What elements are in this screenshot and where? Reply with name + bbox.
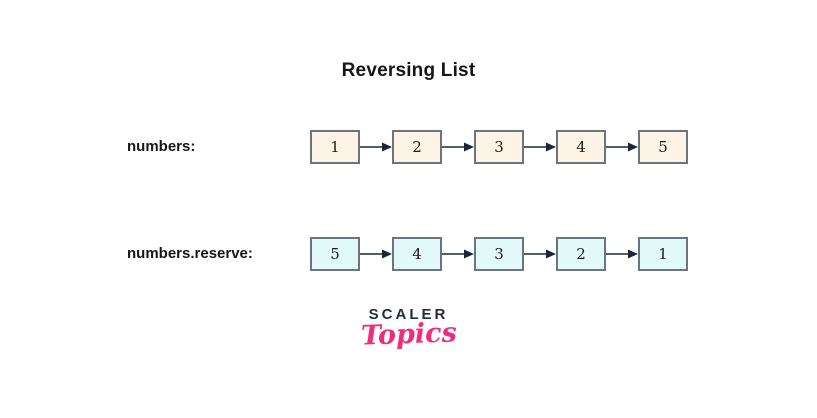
- list-node: 1: [638, 237, 688, 271]
- arrow-right-icon: [442, 142, 474, 152]
- arrow-right-icon: [606, 249, 638, 259]
- arrow-right-icon: [524, 249, 556, 259]
- list-label-numbers-reserve: numbers.reserve:: [127, 245, 253, 262]
- arrow-right-icon: [360, 249, 392, 259]
- diagram-title: Reversing List: [341, 60, 476, 81]
- list-label-numbers: numbers:: [127, 138, 196, 155]
- list-node: 3: [474, 237, 524, 271]
- arrow-right-icon: [606, 142, 638, 152]
- arrow-right-icon: [360, 142, 392, 152]
- list-node: 4: [556, 130, 606, 164]
- scaler-topics-logo: SCALER Topics: [0, 306, 817, 352]
- arrow-right-icon: [442, 249, 474, 259]
- list-node: 5: [310, 237, 360, 271]
- logo-text-scaler: SCALER: [368, 306, 449, 323]
- list-node: 1: [310, 130, 360, 164]
- list-node: 5: [638, 130, 688, 164]
- list-node: 3: [474, 130, 524, 164]
- linked-list-numbers-reserve: 5 4 3 2 1: [310, 237, 688, 271]
- list-node: 4: [392, 237, 442, 271]
- linked-list-numbers: 1 2 3 4 5: [310, 130, 688, 164]
- list-node: 2: [556, 237, 606, 271]
- list-node: 2: [392, 130, 442, 164]
- arrow-right-icon: [524, 142, 556, 152]
- logo-text-topics: Topics: [360, 317, 457, 352]
